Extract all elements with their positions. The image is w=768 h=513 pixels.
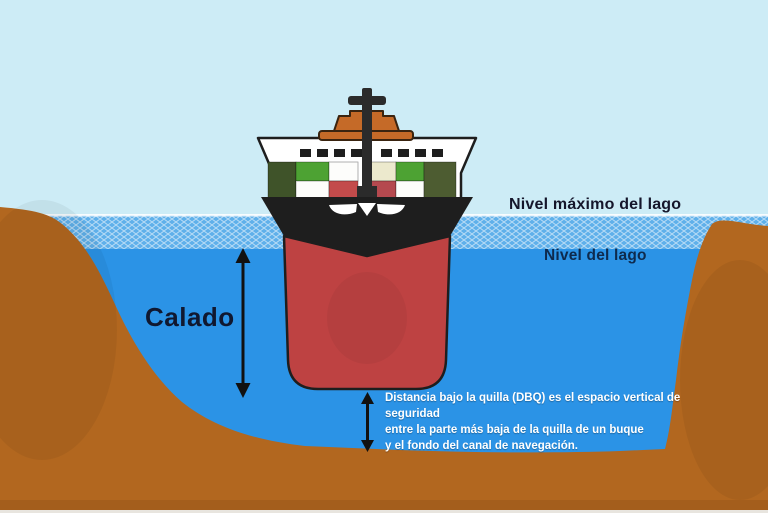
bottom-edge-line	[0, 510, 768, 513]
dbq-description: Distancia bajo la quilla (DBQ) es el esp…	[385, 390, 725, 454]
dbq-line-4: y el fondo del canal de navegación.	[385, 440, 578, 452]
max-level-label: Nivel máximo del lago	[509, 196, 682, 213]
hull-bulwark	[261, 197, 473, 256]
lake-level-label: Nivel del lago	[544, 247, 647, 264]
ship-illustration	[256, 88, 478, 391]
dbq-line-3: entre la parte más baja de la quilla de …	[385, 424, 644, 436]
terrain-shading-left	[0, 200, 117, 460]
draft-label: Calado	[145, 302, 235, 332]
mast-icon	[348, 88, 386, 206]
calado-arrow-icon	[235, 248, 251, 398]
containers	[267, 161, 457, 201]
dbq-line-2: seguridad	[385, 408, 440, 420]
dbq-arrow-icon	[361, 392, 374, 452]
hull-emblem-icon	[329, 203, 405, 216]
terrain-bottom-shade	[0, 500, 768, 510]
terrain	[0, 200, 768, 513]
hull-red	[282, 234, 452, 391]
dbq-line-1: Distancia bajo la quilla (DBQ) es el esp…	[385, 392, 681, 404]
hull-watermark	[327, 272, 407, 364]
terrain-shading-right	[680, 260, 768, 500]
window-row	[300, 149, 443, 157]
